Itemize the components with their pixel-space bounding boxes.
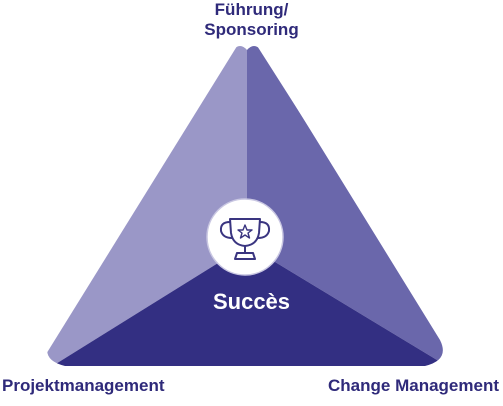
triangle-face-left bbox=[47, 46, 247, 366]
vertex-label-top-line2: Sponsoring bbox=[204, 20, 299, 39]
vertex-label-left: Projektmanagement bbox=[2, 376, 165, 395]
success-label: Succès bbox=[212, 289, 291, 314]
vertex-label-top-line1: Führung/ bbox=[214, 0, 289, 19]
trophy-icon bbox=[219, 218, 271, 260]
vertex-label-right: Change Management bbox=[328, 376, 499, 395]
triangle-face-bottom bbox=[47, 245, 443, 366]
success-badge bbox=[206, 198, 284, 276]
vertex-label-top: Führung/ Sponsoring bbox=[0, 0, 503, 40]
